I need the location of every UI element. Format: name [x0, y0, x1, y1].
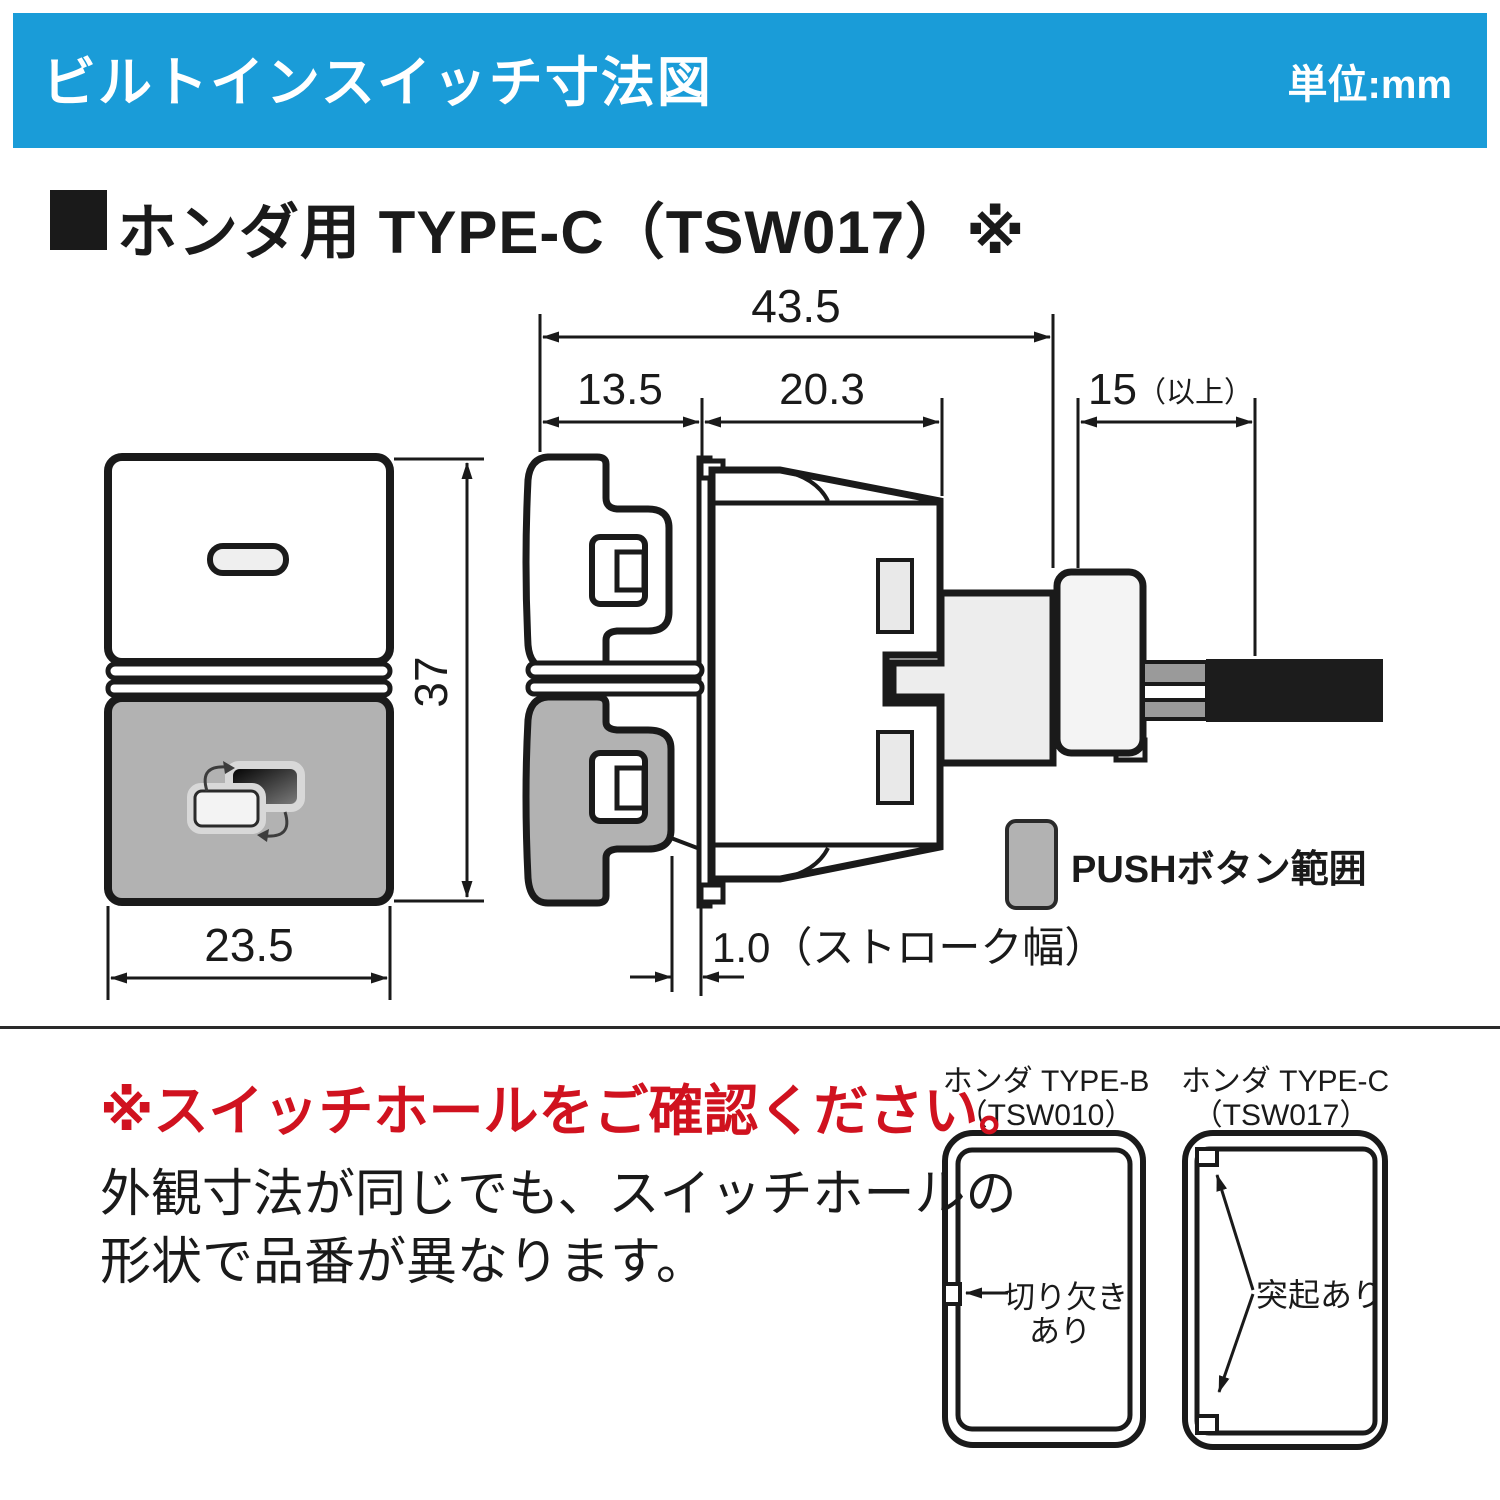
- wire-plug: [1053, 568, 1147, 757]
- section-title: ホンダ用 TYPE-C（TSW017）※: [117, 199, 1026, 266]
- dim-label-15: 15（以上）: [1088, 365, 1253, 414]
- tab-leader-arrow-top: [1215, 1174, 1255, 1291]
- section-bullet-square: [50, 190, 107, 250]
- dimension-lines: [542, 331, 1253, 428]
- harness-connector: [1206, 659, 1383, 722]
- dim-width-23-5: [106, 906, 392, 1000]
- hole-type-c-name: ホンダ TYPE-C: [1181, 1065, 1389, 1098]
- dim-label-43-5: 43.5: [751, 280, 841, 332]
- hole-type-b-code: （TSW010）: [958, 1099, 1135, 1132]
- stroke-edge-line: [670, 836, 701, 851]
- body-latch-bottom: [779, 847, 830, 881]
- tab-leader-arrow-bottom: [1217, 1293, 1255, 1393]
- side-bottom-clip-inner: [614, 765, 647, 811]
- dim-label-13-5: 13.5: [577, 365, 663, 414]
- unit-label: 単位:mm: [1287, 63, 1452, 107]
- slide-switch-icon: [187, 761, 305, 842]
- switch-hole-warning: ※スイッチホールをご確認ください。: [100, 1080, 1034, 1142]
- hole-type-b-notch: [942, 1282, 962, 1306]
- side-top-clip-inner: [614, 549, 647, 593]
- hole-type-c-tab-bottom: [1195, 1414, 1219, 1435]
- rotate-cw-arrow-icon: [203, 765, 227, 792]
- hole-type-c-code: （TSW017）: [1193, 1099, 1370, 1132]
- wires: [1141, 660, 1209, 721]
- front-divider-bar-1: [105, 661, 393, 681]
- front-view: 37 23.5: [104, 453, 484, 1000]
- section-separator: [0, 1026, 1500, 1029]
- front-indicator-slot: [207, 543, 289, 576]
- extension-lines: [538, 314, 1257, 656]
- hole-type-b: ホンダ TYPE-B （TSW010） 切り欠き あり: [942, 1065, 1150, 1448]
- note-line-2: 形状で品番が異なります。: [100, 1233, 707, 1290]
- hole-type-b-note-2: あり: [1029, 1314, 1091, 1349]
- dim-stroke-1-0: [630, 856, 744, 996]
- front-divider-bar-2: [105, 679, 393, 698]
- dim-label-37: 37: [405, 656, 457, 707]
- hole-type-c-tab-top: [1195, 1147, 1219, 1167]
- body-clip-slot-bottom: [876, 730, 914, 805]
- hole-type-c: ホンダ TYPE-C （TSW017） 突起あり: [1181, 1065, 1389, 1450]
- page-title: ビルトインスイッチ寸法図: [42, 53, 713, 113]
- hole-type-b-note-1: 切り欠き: [1004, 1280, 1128, 1315]
- hole-type-c-note-1: 突起あり: [1256, 1277, 1384, 1313]
- hole-type-c-inner: [1194, 1146, 1378, 1436]
- dim-label-stroke: 1.0（ストローク幅）: [712, 924, 1106, 971]
- rotate-ccw-arrow-icon: [265, 811, 289, 838]
- side-divider-bar-1: [525, 660, 705, 680]
- note-line-1: 外観寸法が同じでも、スイッチホールの: [100, 1165, 1017, 1222]
- dim-height-37: [394, 457, 484, 903]
- body-bottom-tab: [698, 882, 726, 905]
- hole-comparison: ホンダ TYPE-B （TSW010） 切り欠き あり ホンダ TYPE-C （…: [942, 1065, 1389, 1450]
- hole-type-b-name: ホンダ TYPE-B: [943, 1065, 1150, 1098]
- header-bar: [13, 13, 1487, 148]
- push-range-label: PUSHボタン範囲: [1071, 849, 1367, 891]
- side-divider-bar-2: [525, 678, 705, 697]
- side-view: 43.5 13.5 20.3 15（以上）: [522, 280, 1383, 996]
- push-range-swatch: [1005, 819, 1058, 910]
- dim-label-20-3: 20.3: [779, 365, 865, 414]
- body-latch-top: [779, 468, 830, 502]
- hole-type-c-outline: [1182, 1130, 1388, 1450]
- body-clip-slot-top: [876, 558, 914, 634]
- dim-label-23-5: 23.5: [204, 919, 294, 971]
- connector-housing: [889, 589, 1057, 767]
